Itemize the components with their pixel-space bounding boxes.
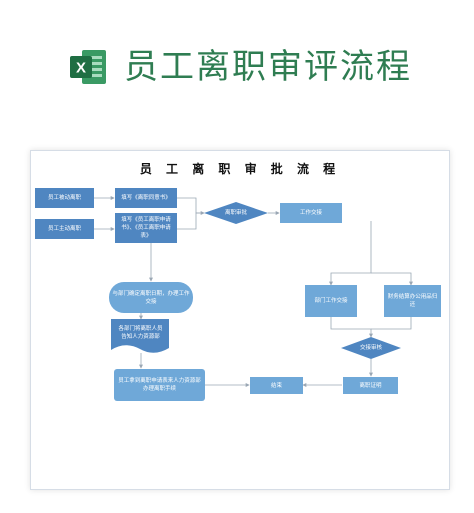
resign-node: 员工主动离职 xyxy=(35,219,94,239)
notify-wave-shape xyxy=(111,319,169,353)
excel-icon-letter: X xyxy=(76,60,86,77)
handover-node: 工作交接 xyxy=(280,203,342,223)
handover-review-label: 交接审核 xyxy=(359,345,382,351)
edge-finance-review xyxy=(371,317,412,330)
approval-diamond xyxy=(204,202,268,224)
approval-label: 离职审批 xyxy=(224,210,247,216)
edge-split-finance xyxy=(371,272,413,286)
dept-handover-node: 部门工作交接 xyxy=(305,285,357,317)
page-title: 员工离职审评流程 xyxy=(124,47,412,87)
header: X 员工离职审评流程 xyxy=(0,0,474,130)
finance-node: 财务结算办公用品归还 xyxy=(384,285,441,317)
edge-dept-review xyxy=(330,317,373,338)
fill-consent-node: 填写《离职同意书》 xyxy=(115,188,177,208)
edge-handover-split xyxy=(329,221,372,286)
fill-forms-node: 填写《员工离职申请书》、《员工离职申请表》 xyxy=(115,213,177,243)
dismissed-node: 员工被动离职 xyxy=(35,188,94,208)
excel-icon: X xyxy=(70,50,106,84)
edge-consent-approval xyxy=(177,197,205,215)
diagram-title: 员 工 离 职 审 批 流 程 xyxy=(139,162,341,176)
edge-forms-approval xyxy=(177,212,204,230)
confirm-date-node: 与部门确定离职日期，办理工作交接 xyxy=(109,282,193,313)
end-node: 结束 xyxy=(250,377,303,394)
handover-review-diamond xyxy=(341,337,401,359)
hr-procedure-node: 员工拿到离职申请表来人力资源部办理离职手续 xyxy=(114,369,205,401)
notify-hr-node: 各部门将离职人员告知人力资源部 xyxy=(118,326,163,340)
connectors xyxy=(94,196,413,387)
flowchart-sheet: 员 工 离 职 审 批 流 程 员工被动离职 员工 xyxy=(30,150,450,490)
certificate-node: 离职证明 xyxy=(343,377,398,394)
